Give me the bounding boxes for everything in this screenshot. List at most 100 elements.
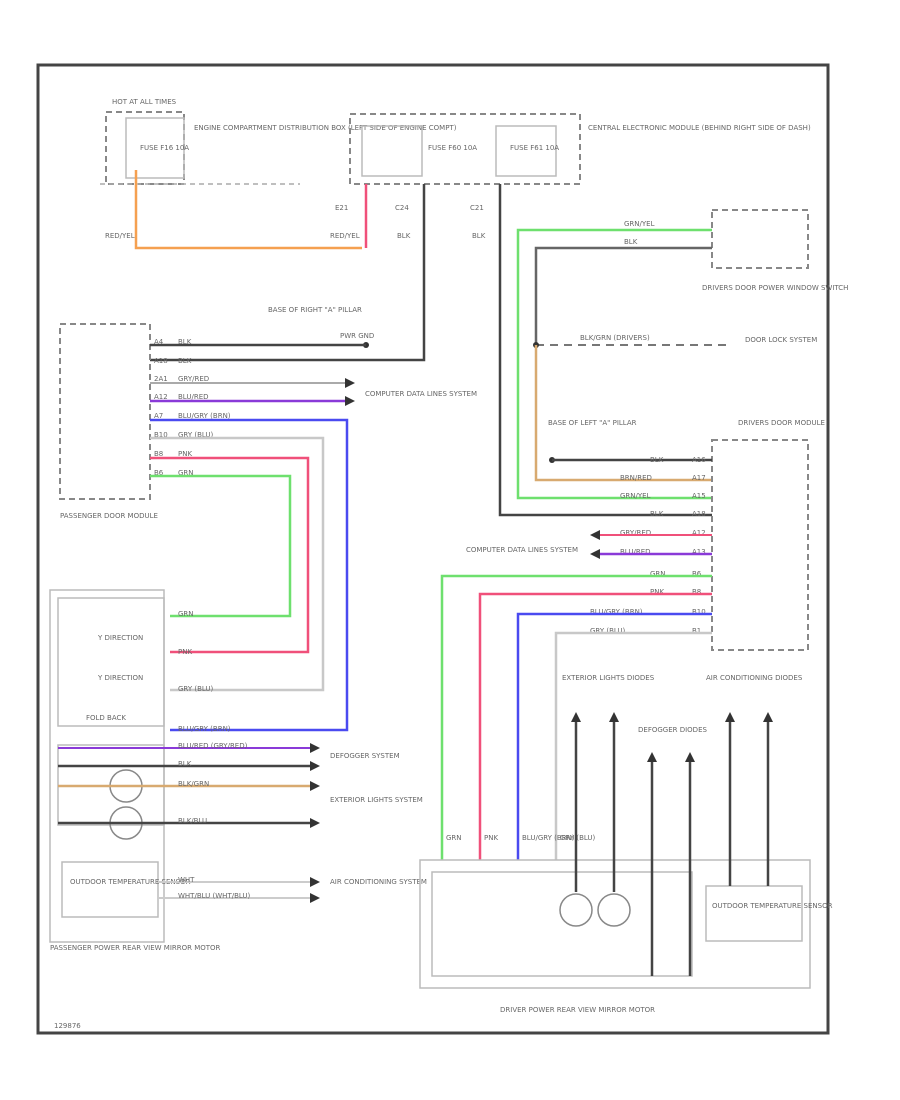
wire-gry-blu-driver (554, 631, 712, 860)
wire-brn-red (534, 345, 712, 482)
wire-blk-switch (534, 246, 712, 345)
fuse-f61-label: FUSE F61 10A (510, 144, 559, 152)
drv-mirror-wire-blu-gry: BLU/GRY (BRN) (522, 834, 575, 842)
pass-mirror-wire-wht-blu: WHT/BLU (WHT/BLU) (178, 892, 251, 900)
drv-pin-0: A16 (692, 456, 706, 464)
y-direction-1: Y DIRECTION (97, 634, 143, 642)
outdoor-temp-sensor-right: OUTDOOR TEMPERATURE SENSOR (712, 902, 833, 910)
switch-wire-blk: BLK (624, 238, 638, 246)
computer-data-lines-label-2: COMPUTER DATA LINES SYSTEM (466, 546, 578, 554)
pass-mirror-wire-blu-red: BLU/RED (GRY/RED) (178, 742, 248, 750)
drv-wire-2: GRN/YEL (620, 492, 651, 500)
drv-pin-1: A17 (692, 474, 706, 482)
pass-mirror-wire-blk-blu: BLK/BLU (178, 817, 207, 825)
door-lock-wire-label: BLK/GRN (DRIVERS) (580, 334, 650, 342)
blk-label-c21: BLK (472, 232, 486, 240)
pass-pin-6: B8 (154, 450, 163, 458)
pass-wire-1: BLK (178, 357, 192, 365)
driver-mirror-motor: OUTDOOR TEMPERATURE SENSOR DRIVER POWER … (419, 859, 833, 1014)
drv-pin-5: A13 (692, 548, 706, 556)
defogger-diodes-label: DEFOGGER DIODES (638, 726, 707, 734)
drv-wire-0: BLK (650, 456, 664, 464)
footer-code: 129876 (54, 1022, 81, 1030)
drv-wire-5: BLU/RED (620, 548, 651, 556)
pass-wire-5: GRY (BLU) (178, 431, 214, 439)
wire-grn-yel-switch (516, 228, 712, 500)
switch-wire-grn-yel: GRN/YEL (624, 220, 655, 228)
pass-mirror-wire-pnk: PNK (178, 648, 192, 656)
drv-pin-2: A15 (692, 492, 706, 500)
base-right-a-pillar-label: BASE OF RIGHT "A" PILLAR (268, 306, 362, 314)
engine-box-label: ENGINE COMPARTMENT DISTRIBUTION BOX (LEF… (194, 124, 457, 132)
passenger-door-module: PASSENGER DOOR MODULE (59, 323, 158, 520)
outdoor-temp-sensor-left: OUTDOOR TEMPERATURE SENSOR (70, 878, 191, 886)
wire-blu-gry-passenger (150, 418, 349, 732)
drv-wire-1: BRN/RED (620, 474, 652, 482)
pass-mirror-wire-blk: BLK (178, 760, 192, 768)
wire-blu-gry-driver (516, 612, 712, 860)
driver-pin-list: A16 BLK A17 BRN/RED A15 GRN/YEL A18 BLK … (590, 456, 706, 635)
drv-wire-8: BLU/GRY (BRN) (590, 608, 643, 616)
red-yel-label-left: RED/YEL (105, 232, 135, 240)
pass-wire-3: BLU/RED (178, 393, 209, 401)
exterior-lights-system-label: EXTERIOR LIGHTS SYSTEM (330, 796, 423, 804)
wire-gry-blu-passenger (150, 436, 325, 692)
pass-mirror-wire-blk-grn: BLK/GRN (178, 780, 209, 788)
fold-back-label: FOLD BACK (86, 714, 126, 722)
passenger-door-module-label: PASSENGER DOOR MODULE (60, 512, 158, 520)
connector-c24: C24 (395, 204, 409, 212)
pass-wire-6: PNK (178, 450, 192, 458)
drv-pin-9: B1 (692, 627, 701, 635)
wire-blk-c21 (498, 184, 712, 517)
pass-pin-3: A12 (154, 393, 168, 401)
drv-wire-6: GRN (650, 570, 666, 578)
connector-e21: E21 (335, 204, 348, 212)
pass-mirror-wire-grn: GRN (178, 610, 194, 618)
pass-wire-4: BLU/GRY (BRN) (178, 412, 231, 420)
central-electronic-module: FUSE F60 10A FUSE F61 10A CENTRAL ELECTR… (349, 113, 811, 185)
drv-wire-4: GRY/RED (620, 529, 651, 537)
wire-blk-c24 (150, 184, 426, 362)
red-yel-label-right: RED/YEL (330, 232, 360, 240)
drv-pin-3: A18 (692, 510, 706, 518)
exterior-lights-diodes-label: EXTERIOR LIGHTS DIODES (562, 674, 655, 682)
pass-pin-2: 2A1 (154, 375, 168, 383)
pass-pin-7: B6 (154, 469, 164, 477)
drv-pin-7: B8 (692, 588, 701, 596)
connector-c21: C21 (470, 204, 484, 212)
drv-mirror-wire-gry-blu: GRY (BLU) (560, 834, 596, 842)
blk-label-c24: BLK (397, 232, 411, 240)
passenger-mirror-motor-label: PASSENGER POWER REAR VIEW MIRROR MOTOR (50, 944, 221, 952)
drv-pin-4: A12 (692, 529, 706, 537)
drivers-door-switch: DRIVERS DOOR POWER WINDOW SWITCH (702, 209, 848, 292)
engine-distribution-box: HOT AT ALL TIMES FUSE F16 10A ENGINE COM… (100, 98, 457, 185)
base-left-a-pillar-label: BASE OF LEFT "A" PILLAR (548, 419, 637, 427)
air-cond-diodes-label: AIR CONDITIONING DIODES (706, 674, 803, 682)
drv-wire-7: PNK (650, 588, 664, 596)
wire-pnk-passenger (150, 456, 310, 654)
pass-wire-2: GRY/RED (178, 375, 209, 383)
passenger-pin-list: A4 BLK A18 BLK 2A1 GRY/RED A12 BLU/RED A… (154, 338, 231, 477)
hot-at-all-times-label: HOT AT ALL TIMES (112, 98, 177, 106)
central-module-label: CENTRAL ELECTRONIC MODULE (BEHIND RIGHT … (588, 124, 811, 132)
defogger-system-label: DEFOGGER SYSTEM (330, 752, 400, 760)
computer-data-lines-label-1: COMPUTER DATA LINES SYSTEM (365, 390, 477, 398)
drv-mirror-wire-pnk: PNK (484, 834, 498, 842)
y-direction-2: Y DIRECTION (97, 674, 143, 682)
diagram-frame (36, 63, 830, 1035)
drv-wire-9: GRY (BLU) (590, 627, 626, 635)
drivers-door-module: DRIVERS DOOR MODULE (711, 419, 825, 651)
pass-wire-7: GRN (178, 469, 194, 477)
fuse-f16-label: FUSE F16 10A (140, 144, 189, 152)
drv-pin-6: B6 (692, 570, 702, 578)
fuse-f60-label: FUSE F60 10A (428, 144, 477, 152)
pwr-gnd-label: PWR GND (340, 332, 374, 340)
pass-pin-5: B10 (154, 431, 168, 439)
pass-mirror-wire-wht: WHT (178, 876, 195, 884)
pass-pin-1: A18 (154, 357, 168, 365)
wire-pnk-driver (478, 592, 712, 860)
drivers-door-switch-label: DRIVERS DOOR POWER WINDOW SWITCH (702, 284, 848, 292)
drv-wire-3: BLK (650, 510, 664, 518)
door-lock-system-label: DOOR LOCK SYSTEM (745, 336, 817, 344)
